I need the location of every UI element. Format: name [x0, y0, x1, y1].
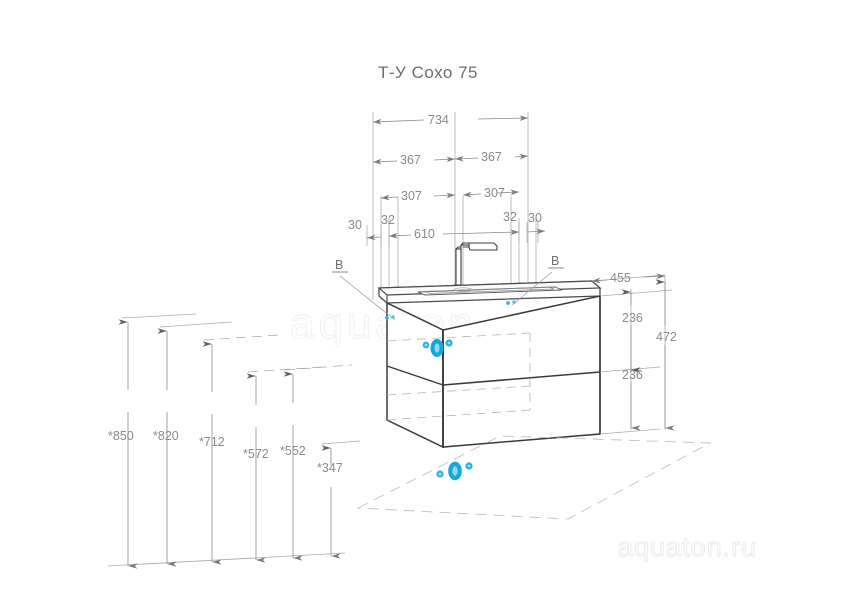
top-extension-lines	[372, 112, 537, 302]
dimension-32-right-label: 32	[503, 210, 517, 224]
leader-left: В	[332, 258, 396, 321]
leader-left-label: В	[335, 258, 343, 272]
dimension-610-label: 610	[414, 227, 435, 241]
dimension-307-right-label: 307	[484, 186, 505, 200]
height-dim-712-label: *712	[199, 435, 225, 449]
height-dim-552: *552	[280, 364, 353, 561]
watermark-corner: aquaton.ru	[617, 531, 757, 562]
dimension-367-right-label: 367	[481, 150, 502, 164]
dimension-30-right-label: 30	[528, 211, 542, 225]
height-dim-347-label: *347	[317, 461, 343, 475]
dimension-367-right: 367	[454, 150, 529, 164]
dimension-307-right: 307	[462, 186, 520, 200]
dimension-734: 734	[372, 113, 529, 127]
page-title: Т-У Сохо 75	[378, 63, 478, 82]
dimension-367-left-label: 367	[400, 153, 421, 167]
cabinet-body	[386, 295, 601, 449]
dimension-455: 455	[591, 271, 666, 285]
height-dim-572-label: *572	[243, 447, 269, 461]
dimension-367-left: 367	[372, 153, 456, 167]
height-dim-552-label: *552	[280, 444, 306, 458]
dimension-236-upper: 236	[621, 289, 643, 373]
mounting-markers-floor[interactable]	[436, 461, 473, 481]
dimension-307-left-label: 307	[401, 189, 422, 203]
right-extension-lines	[591, 274, 673, 435]
height-dim-347: *347	[317, 440, 361, 559]
dimension-236-lower-label: 236	[622, 368, 643, 382]
mounting-markers-cabinet[interactable]	[422, 339, 453, 357]
dimension-610: 610	[366, 227, 546, 241]
height-dim-820-label: *820	[153, 429, 179, 443]
dimension-455-label: 455	[610, 271, 631, 285]
height-dim-820: *820	[153, 321, 233, 567]
dimension-32-left-label: 32	[381, 213, 395, 227]
floor-reference-lines	[107, 552, 346, 567]
height-dim-850-label: *850	[108, 429, 134, 443]
leader-right-label: В	[551, 254, 559, 268]
dimension-734-label: 734	[428, 113, 449, 127]
leader-right: В	[511, 254, 564, 306]
dimension-236-upper-label: 236	[622, 311, 643, 325]
faucet	[453, 242, 498, 289]
height-dim-712: *712	[199, 334, 281, 565]
cabinet-hidden-edges	[386, 332, 531, 421]
dimension-30-left-label: 30	[348, 218, 362, 232]
height-dim-572: *572	[243, 366, 323, 563]
dimension-472-label: 472	[656, 330, 677, 344]
washbasin-countertop	[377, 280, 602, 304]
dimension-236-lower: 236	[622, 363, 643, 431]
height-dim-850: *850	[108, 313, 197, 569]
floor-projection	[356, 435, 712, 520]
dimension-472: 472	[655, 279, 677, 431]
dimension-307-left: 307	[380, 189, 456, 203]
watermark-corner-text: aquaton.ru	[618, 532, 757, 562]
